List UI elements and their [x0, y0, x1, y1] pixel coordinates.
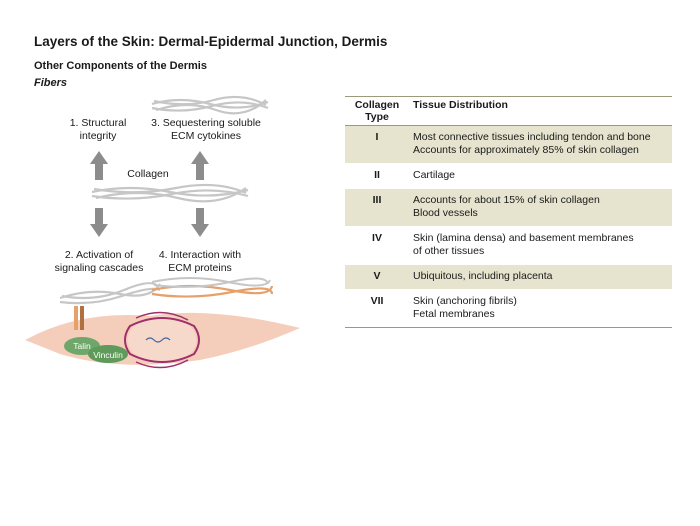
- collagen-fiber-top: [151, 95, 269, 115]
- tissue-distribution-cell: Ubiquitous, including placenta: [409, 265, 672, 290]
- tissue-distribution-cell: Most connective tissues including tendon…: [409, 126, 672, 164]
- collagen-type-cell: V: [373, 270, 381, 282]
- diagram-illustration: [25, 95, 300, 369]
- distribution-line: Skin (anchoring fibrils): [413, 295, 517, 307]
- arrow-down-right: [191, 208, 209, 237]
- arrow-up-left: [90, 151, 108, 180]
- label-structural-integrity: 1. Structural integrity: [52, 117, 144, 143]
- distribution-line: of other tissues: [413, 245, 485, 257]
- header-collagen-type: Collagen Type: [345, 97, 409, 126]
- distribution-line: Most connective tissues including tendon…: [413, 131, 651, 143]
- collagen-type-cell: IV: [372, 232, 382, 244]
- page-title: Layers of the Skin: Dermal-Epidermal Jun…: [34, 34, 388, 49]
- ecm-protein-fibers: [151, 284, 274, 298]
- tissue-distribution-cell: Skin (lamina densa) and basement membran…: [409, 227, 672, 265]
- distribution-line: Fetal membranes: [413, 308, 495, 320]
- header-line: Collagen: [354, 99, 400, 111]
- table-row: II Cartilage: [345, 164, 672, 189]
- table-row: V Ubiquitous, including placenta: [345, 264, 672, 290]
- table-header-row: Collagen Type Tissue Distribution: [345, 96, 672, 126]
- label-talin: Talin: [73, 341, 91, 351]
- table-row: III Accounts for about 15% of skin collag…: [345, 188, 672, 227]
- label-line: integrity: [79, 130, 117, 142]
- collagen-types-table: Collagen Type Tissue Distribution I Most …: [345, 96, 672, 328]
- label-sequestering: 3. Sequestering soluble ECM cytokines: [140, 117, 272, 143]
- table-row: IV Skin (lamina densa) and basement membr…: [345, 227, 672, 265]
- nucleus-icon: [124, 311, 200, 369]
- table-row: VII Skin (anchoring fibrils)Fetal membran…: [345, 290, 672, 328]
- distribution-line: Accounts for approximately 85% of skin c…: [413, 144, 639, 156]
- vinculin-protein: [88, 345, 128, 363]
- collagen-type-cell: II: [374, 169, 380, 181]
- collagen-fiber-lower-right: [151, 277, 271, 288]
- section-heading: Other Components of the Dermis: [34, 60, 207, 72]
- header-tissue-distribution: Tissue Distribution: [413, 99, 508, 111]
- distribution-line: Skin (lamina densa) and basement membran…: [413, 232, 634, 244]
- integrin-receptor: [74, 306, 84, 330]
- collagen-function-diagram: 1. Structural integrity 3. Sequestering …: [0, 88, 330, 388]
- label-line: ECM proteins: [168, 262, 232, 274]
- collagen-type-cell: VII: [370, 295, 384, 307]
- collagen-fiber-middle: [91, 183, 249, 203]
- distribution-line: Ubiquitous, including placenta: [413, 270, 553, 282]
- label-line: 3. Sequestering soluble: [151, 117, 261, 129]
- label-collagen: Collagen: [127, 168, 169, 180]
- arrow-down-left: [90, 208, 108, 237]
- collagen-type-cell: III: [372, 194, 382, 206]
- label-line: 4. Interaction with: [158, 249, 242, 261]
- distribution-line: Accounts for about 15% of skin collagen: [413, 194, 600, 206]
- collagen-type-cell: I: [375, 131, 379, 143]
- tissue-distribution-cell: Skin (anchoring fibrils)Fetal membranes: [409, 290, 672, 328]
- subsection-heading: Fibers: [34, 77, 68, 89]
- label-line: 1. Structural: [69, 117, 127, 129]
- label-line: 2. Activation of: [64, 249, 134, 261]
- distribution-line: Cartilage: [413, 169, 456, 181]
- table-row: I Most connective tissues including tendo…: [345, 125, 672, 164]
- distribution-line: Blood vessels: [413, 207, 478, 219]
- label-line: signaling cascades: [54, 262, 144, 274]
- label-interaction: 4. Interaction with ECM proteins: [150, 249, 250, 275]
- collagen-fiber-lower-left: [59, 282, 161, 305]
- arrow-up-right: [191, 151, 209, 180]
- header-line: Type: [365, 111, 389, 123]
- label-line: ECM cytokines: [170, 130, 242, 142]
- label-vinculin: Vinculin: [93, 350, 123, 360]
- label-activation: 2. Activation of signaling cascades: [46, 249, 152, 275]
- tissue-distribution-cell: Cartilage: [409, 164, 672, 189]
